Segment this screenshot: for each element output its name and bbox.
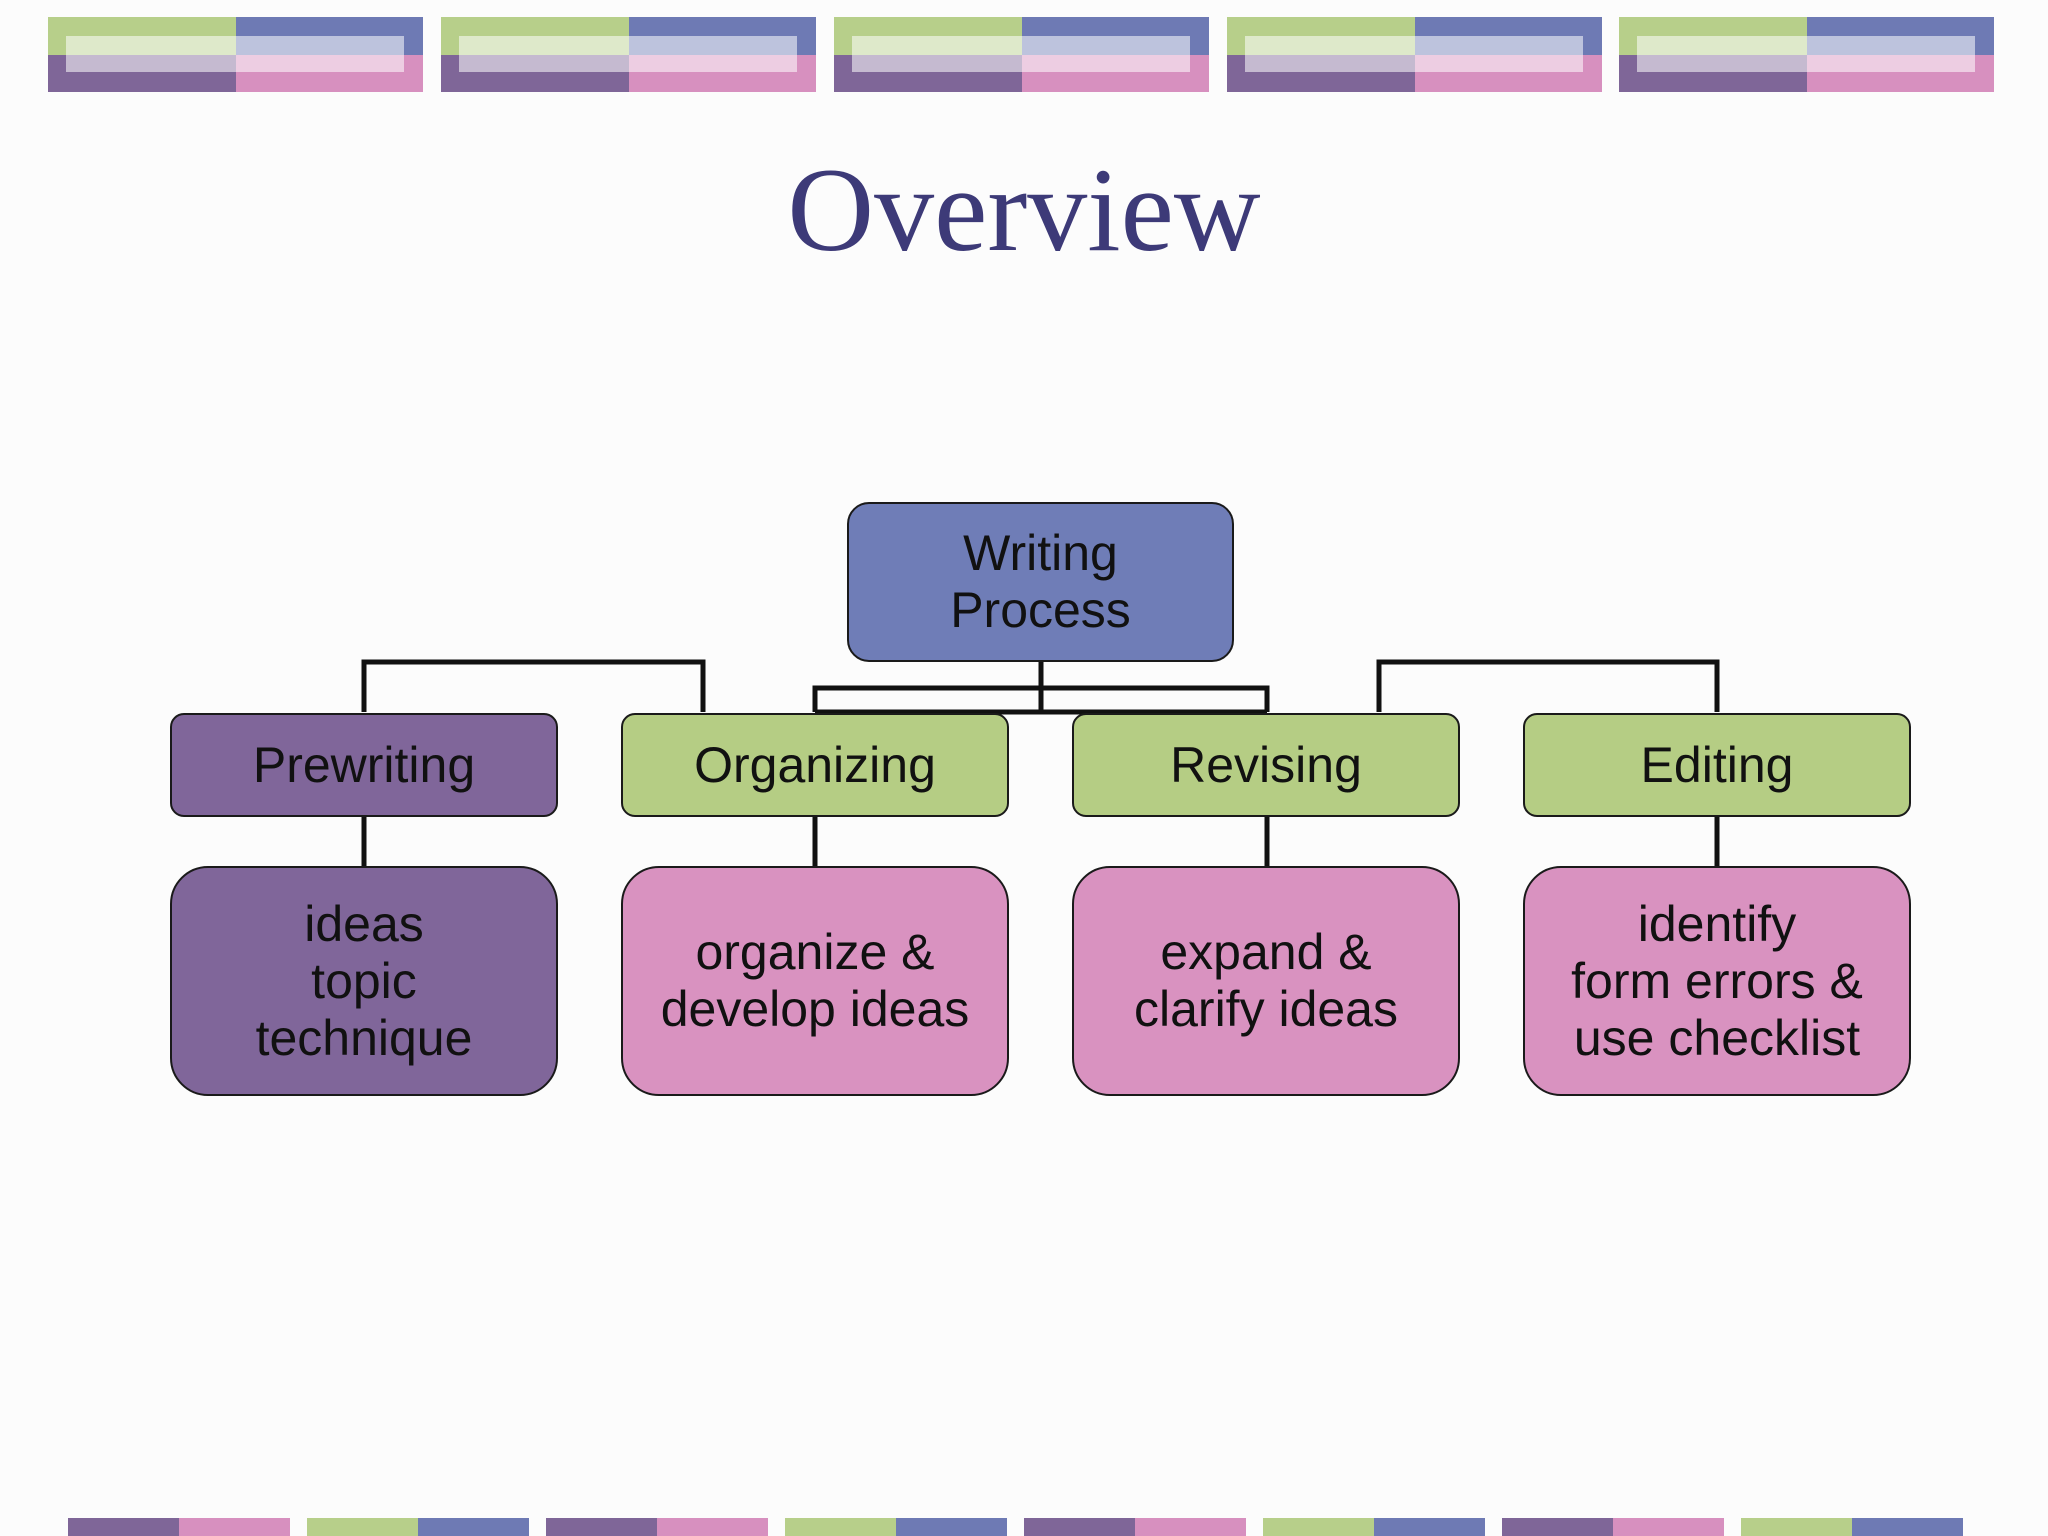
stage-label: Prewriting [252, 736, 476, 793]
banner-tile [1619, 17, 1994, 92]
stage-label: Editing [1640, 736, 1794, 793]
connector-editing-bracket [1376, 659, 1720, 712]
footer-tile [1024, 1518, 1246, 1536]
stage-label: Revising [1170, 736, 1362, 793]
banner-tile [48, 17, 423, 92]
detail-text: organize & develop ideas [660, 924, 970, 1037]
detail-node-editing: identify form errors & use checklist [1523, 866, 1911, 1096]
detail-text: expand & clarify ideas [1134, 924, 1398, 1037]
footer-tile [307, 1518, 529, 1536]
detail-node-revising: expand & clarify ideas [1072, 866, 1460, 1096]
footer-tile [546, 1518, 768, 1536]
page-title: Overview [787, 143, 1261, 276]
footer-tile [1263, 1518, 1485, 1536]
footer-tile [1741, 1518, 1963, 1536]
root-node-label: Writing Process [950, 525, 1131, 638]
footer-tile [68, 1518, 290, 1536]
detail-node-prewriting: ideas topic technique [170, 866, 558, 1096]
detail-text: ideas topic technique [255, 895, 473, 1066]
stage-node-editing: Editing [1523, 713, 1911, 817]
root-node-writing-process: Writing Process [847, 502, 1234, 662]
detail-node-organizing: organize & develop ideas [621, 866, 1009, 1096]
connector-organizing-revising [812, 685, 1270, 712]
footer-tile [1502, 1518, 1724, 1536]
stage-label: Organizing [694, 736, 936, 793]
detail-text: identify form errors & use checklist [1571, 895, 1863, 1066]
footer-tile [785, 1518, 1007, 1536]
banner-tile [1227, 17, 1602, 92]
stage-node-revising: Revising [1072, 713, 1460, 817]
banner-tile [441, 17, 816, 92]
banner-tile [834, 17, 1209, 92]
stage-node-organizing: Organizing [621, 713, 1009, 817]
stage-node-prewriting: Prewriting [170, 713, 558, 817]
connector-prewriting-bracket [361, 659, 706, 712]
